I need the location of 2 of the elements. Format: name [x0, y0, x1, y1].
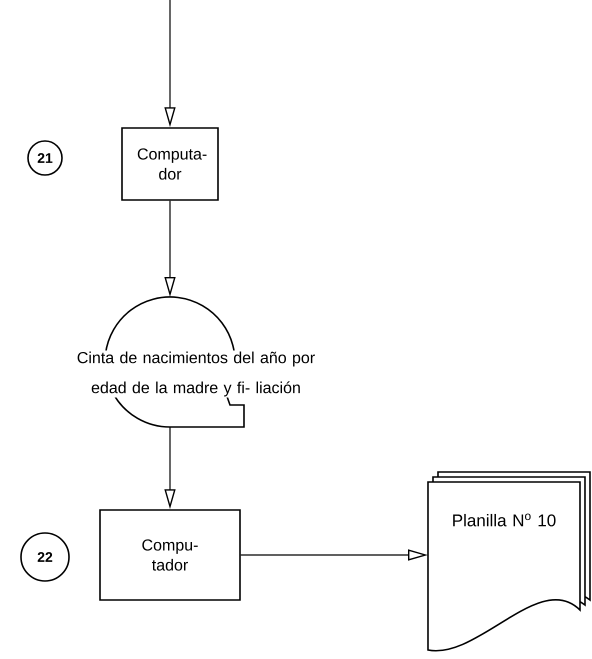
process-box: Compu- tador	[99, 509, 241, 601]
process-box: Computa- dor	[121, 127, 219, 201]
